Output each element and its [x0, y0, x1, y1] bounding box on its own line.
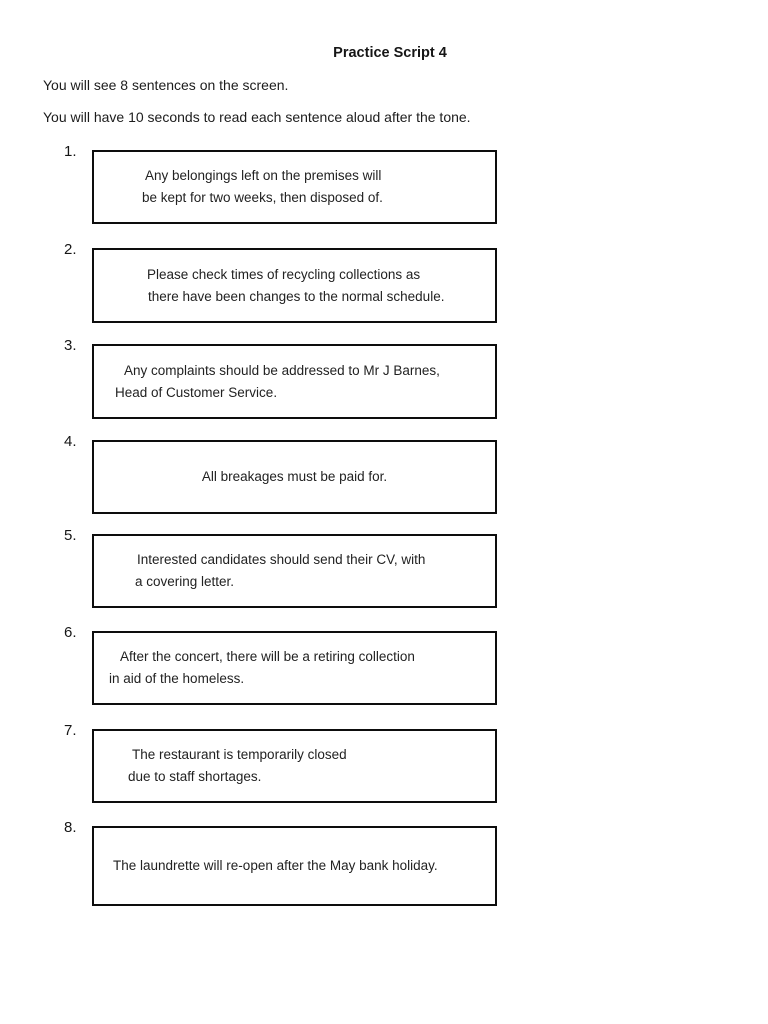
sentence-line: Head of Customer Service.: [115, 384, 278, 400]
sentence-line: there have been changes to the normal sc…: [148, 288, 445, 304]
sentence-box: Any belongings left on the premises will…: [92, 150, 497, 224]
sentence-box: All breakages must be paid for.: [92, 440, 497, 514]
sentence-line: Please check times of recycling collecti…: [147, 266, 421, 282]
sentence-line: The restaurant is temporarily closed: [132, 747, 347, 762]
sentence-line: Interested candidates should send their …: [137, 552, 426, 567]
sentence-line: After the concert, there will be a retir…: [120, 649, 415, 664]
instruction-line-1: You will see 8 sentences on the screen.: [43, 77, 289, 93]
sentence-line: in aid of the homeless.: [109, 671, 245, 686]
sentence-line: Any belongings left on the premises will: [145, 168, 382, 183]
sentence-line: due to staff shortages.: [128, 769, 262, 784]
page-title: Practice Script 4: [333, 45, 447, 61]
item-number: 8.: [64, 819, 77, 836]
item-number: 7.: [64, 722, 77, 739]
sentence-box: After the concert, there will be a retir…: [92, 631, 497, 705]
item-number: 4.: [64, 433, 77, 450]
item-number: 5.: [64, 527, 77, 544]
item-number: 6.: [64, 624, 77, 641]
sentence-line: a covering letter.: [135, 574, 235, 589]
sentence-box: Any complaints should be addressed to Mr…: [92, 344, 497, 419]
item-number: 1.: [64, 143, 77, 160]
sentence-box: Interested candidates should send their …: [92, 534, 497, 608]
sentence-box: Please check times of recycling collecti…: [92, 248, 497, 323]
sentence-box: The restaurant is temporarily closed due…: [92, 729, 497, 803]
instruction-line-2: You will have 10 seconds to read each se…: [43, 109, 471, 125]
item-number: 3.: [64, 337, 77, 354]
sentence-line: Any complaints should be addressed to Mr…: [124, 362, 440, 378]
sentence-line: be kept for two weeks, then disposed of.: [142, 190, 383, 205]
sentence-line: The laundrette will re-open after the Ma…: [113, 858, 438, 873]
sentence-line: All breakages must be paid for.: [201, 469, 388, 484]
item-number: 2.: [64, 241, 77, 258]
sentence-box: The laundrette will re-open after the Ma…: [92, 826, 497, 906]
